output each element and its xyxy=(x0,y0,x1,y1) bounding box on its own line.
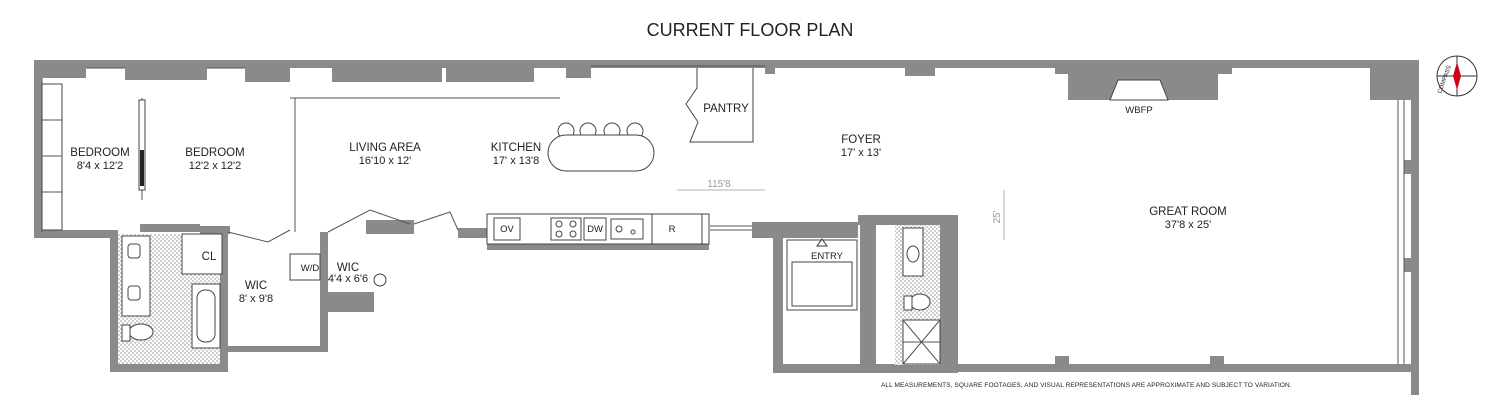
measurements: 115'8 25' xyxy=(677,179,1005,240)
width-measure: 25' xyxy=(992,210,1003,223)
fireplace-shape xyxy=(1109,79,1169,101)
fireplace-label: WBFP xyxy=(1125,105,1152,116)
bedroom2-name: BEDROOM xyxy=(185,147,244,159)
living-dims: 16'10 x 12' xyxy=(359,155,412,167)
great-room-dims: 37'8 x 25' xyxy=(1165,219,1211,231)
bedroom1-name: BEDROOM xyxy=(70,147,129,159)
room-labels: BEDROOM 8'4 x 12'2 BEDROOM 12'2 x 12'2 L… xyxy=(70,103,1226,305)
plan-title: CURRENT FLOOR PLAN xyxy=(647,20,854,40)
bedroom1-dims: 8'4 x 12'2 xyxy=(77,160,123,172)
foyer-name: FOYER xyxy=(841,134,881,146)
kitchen-dims: 17' x 13'8 xyxy=(493,155,539,167)
bath-fixtures xyxy=(121,227,941,365)
foyer-dims: 17' x 13' xyxy=(841,147,881,159)
length-measure: 115'8 xyxy=(707,179,731,190)
entry-box xyxy=(786,238,858,311)
oven-label: OV xyxy=(500,224,514,235)
closet-name: CL xyxy=(202,251,217,263)
pantry-name: PANTRY xyxy=(703,103,749,115)
kitchen-island xyxy=(547,122,655,172)
window-bench xyxy=(41,83,63,231)
washer-dryer-label: W/D xyxy=(301,263,320,274)
living-name: LIVING AREA xyxy=(349,142,421,154)
kitchen-counter xyxy=(486,213,710,245)
bedroom2-dims: 12'2 x 12'2 xyxy=(189,160,242,172)
wic1-name: WIC xyxy=(245,280,267,292)
wic1-dims: 8' x 9'8 xyxy=(239,293,273,305)
interior-lines xyxy=(41,65,1405,364)
fridge-label: R xyxy=(669,224,676,235)
entry-arrow-icon xyxy=(816,238,828,247)
disclaimer: ALL MEASUREMENTS, SQUARE FOOTAGES, AND V… xyxy=(881,382,1292,389)
dishwasher-label: DW xyxy=(587,224,603,235)
great-room-name: GREAT ROOM xyxy=(1149,206,1227,218)
compass-icon: COMPASS xyxy=(1436,55,1478,97)
wic2-dims: 4'4 x 6'6 xyxy=(328,273,368,285)
kitchen-name: KITCHEN xyxy=(491,142,541,154)
wic2-name: WIC xyxy=(337,262,359,274)
entry-name: ENTRY xyxy=(811,251,844,262)
